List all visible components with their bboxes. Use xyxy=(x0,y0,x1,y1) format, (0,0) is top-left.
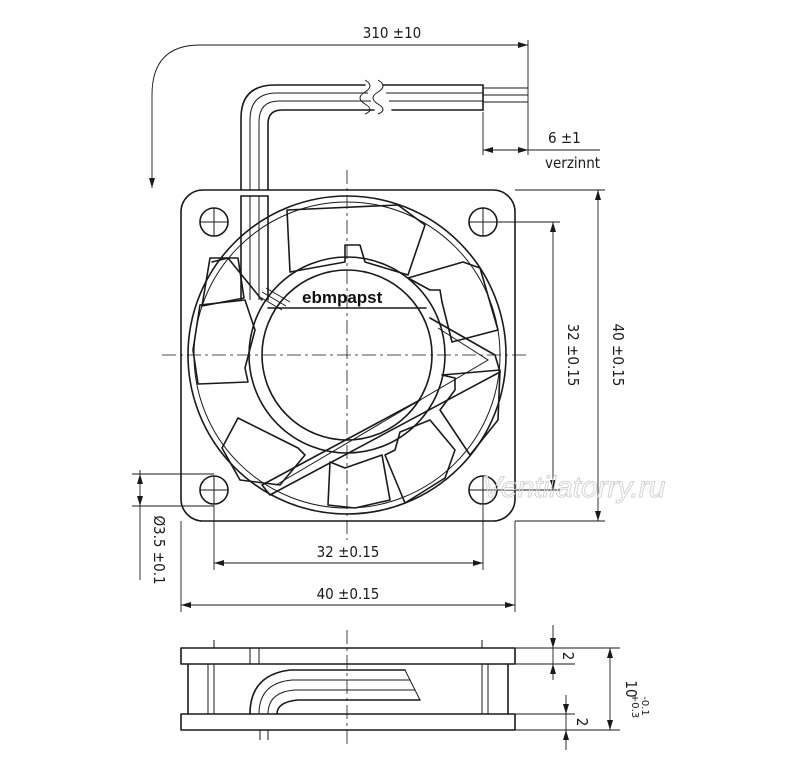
mounting-holes xyxy=(199,207,498,505)
cable-length-label: 310 ±10 xyxy=(363,24,422,42)
blade-7 xyxy=(192,299,256,385)
hole-spacing-horizontal-label: 32 ±0.15 xyxy=(317,543,380,561)
blade-6 xyxy=(221,417,306,486)
blade-1 xyxy=(286,204,426,276)
frame-width-label: 40 ±0.15 xyxy=(317,585,380,603)
strip-length-label: 6 ±1 xyxy=(548,129,581,147)
side-top-flange xyxy=(180,647,516,665)
side-bottom-flange xyxy=(180,713,516,731)
strut-left xyxy=(211,257,263,301)
dimension-strip-length: 6 ±1 verzinnt xyxy=(482,112,600,172)
hole-diameter-label: Ø3.5 ±0.1 xyxy=(150,515,168,584)
flange-bottom-label: 2 xyxy=(573,718,591,727)
strut-main-inner xyxy=(275,327,489,486)
dimension-frame-height: 40 ±0.15 xyxy=(515,189,627,522)
brand-label: ebmpapst xyxy=(302,288,383,307)
cable-bundle xyxy=(240,79,528,191)
frame-height-label: 40 ±0.15 xyxy=(609,324,627,387)
dimension-side-flange-bottom: 2 xyxy=(515,695,591,750)
strut-main xyxy=(261,317,501,496)
cable-channel xyxy=(240,195,291,311)
front-view: ebmpapst xyxy=(162,79,530,540)
cable-break-right xyxy=(372,79,384,115)
cable-break-left xyxy=(359,79,371,115)
impeller-blades xyxy=(192,204,501,509)
side-view xyxy=(180,630,516,745)
depth-value-label: 10 xyxy=(622,680,640,697)
dimension-side-flange-top: 2 xyxy=(515,625,577,680)
dimension-hole-spacing-horizontal: 32 ±0.15 xyxy=(213,505,484,570)
dimension-hole-diameter: Ø3.5 ±0.1 xyxy=(132,470,214,585)
blade-5 xyxy=(327,454,391,509)
venturi-outer xyxy=(187,195,507,515)
dimension-frame-width: 40 ±0.15 xyxy=(180,521,516,612)
strip-note-label: verzinnt xyxy=(545,154,600,172)
blade-4 xyxy=(384,419,456,504)
dimension-hole-spacing-vertical: 32 ±0.15 xyxy=(490,221,582,491)
dimension-side-depth: 10 +0.3 -0.1 xyxy=(575,647,650,731)
blade-2 xyxy=(407,261,499,343)
side-cable-bundle xyxy=(249,669,421,740)
cable-clip xyxy=(257,287,291,311)
hole-spacing-vertical-label: 32 ±0.15 xyxy=(564,324,582,387)
depth-tol-lower-label: -0.1 xyxy=(639,696,650,716)
dimension-cable-length: 310 ±10 xyxy=(149,24,529,188)
watermark-text: Ventilatorry.ru xyxy=(482,471,666,504)
flange-top-label: 2 xyxy=(559,652,577,661)
fan-frame-outline xyxy=(180,189,516,522)
depth-tol-upper-label: +0.3 xyxy=(629,694,640,718)
